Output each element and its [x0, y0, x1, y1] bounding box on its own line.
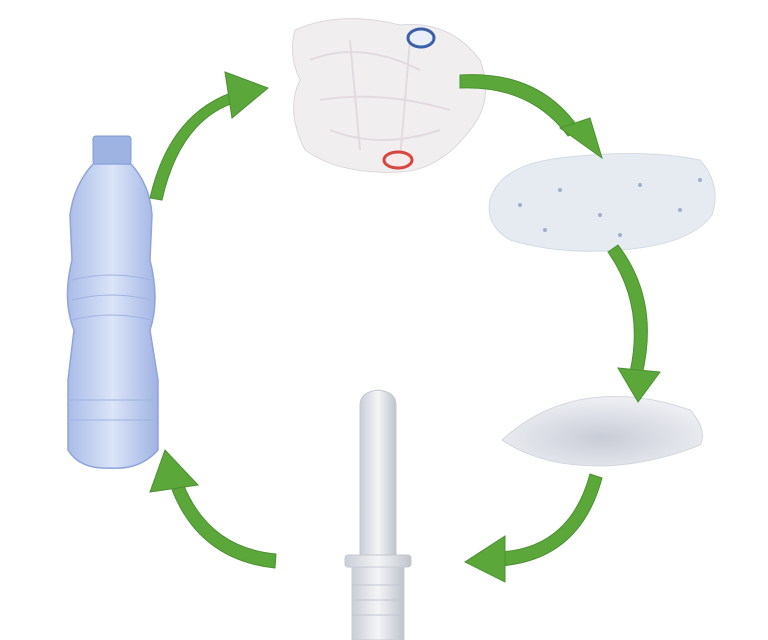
- crushed-bottles-icon: [291, 18, 487, 173]
- arrow-flakes-to-pellets: [607, 244, 661, 403]
- plastic-bottle-icon: [66, 135, 159, 469]
- arrow-crushed-to-flakes: [459, 74, 603, 160]
- arrow-preform-to-bottle: [149, 449, 277, 569]
- arrow-bottle-to-crushed: [149, 71, 269, 201]
- arrow-pellets-to-preform: [463, 473, 603, 583]
- plastic-flakes-icon: [488, 152, 716, 252]
- bottle-preform-icon: [344, 389, 412, 640]
- plastic-pellets-icon: [501, 396, 703, 467]
